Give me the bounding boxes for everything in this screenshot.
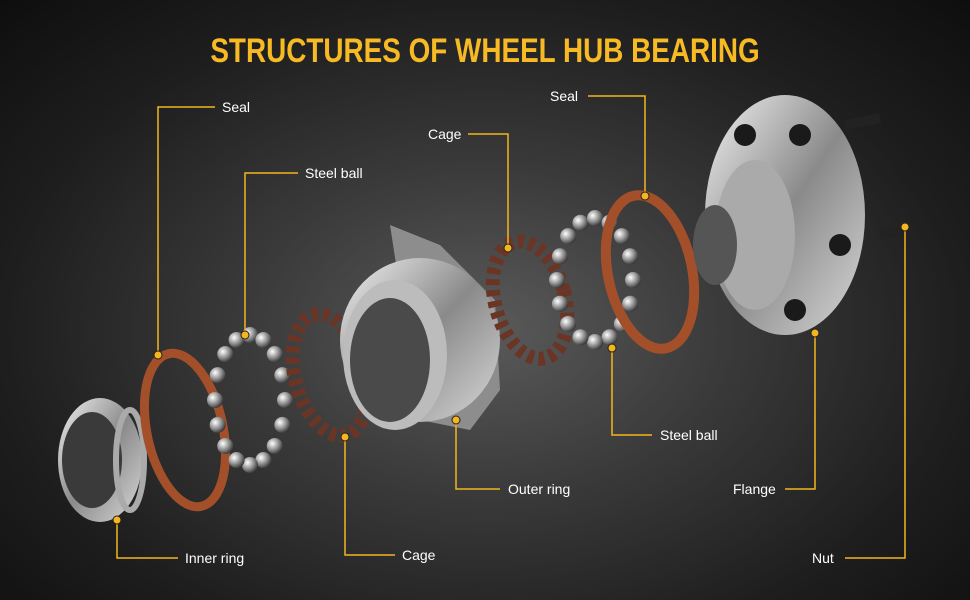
steel-ball (551, 248, 568, 265)
steel-ball (209, 367, 226, 384)
outer-ring-part (340, 225, 500, 430)
steel-ball (587, 210, 603, 226)
steel-ball (613, 228, 630, 245)
label-steel-ball-right: Steel ball (660, 427, 718, 443)
steel-ball (549, 272, 565, 288)
label-cage-top: Cage (428, 126, 462, 142)
seal-right-part (600, 190, 700, 354)
label-nut: Nut (812, 550, 834, 566)
steel-ball (625, 272, 641, 288)
steel-ball (207, 392, 223, 408)
steel-ball (255, 452, 272, 469)
steel-ball (274, 367, 291, 384)
steel-ball (217, 437, 234, 454)
page-title: STRUCTURES OF WHEEL HUB BEARING (210, 32, 760, 70)
steel-ball (228, 452, 245, 469)
steel-ball (551, 295, 568, 312)
steel-ball (560, 228, 577, 245)
label-seal-left: Seal (222, 99, 251, 115)
label-cage-bottom: Cage (402, 547, 436, 563)
steel-ball (242, 457, 258, 473)
steel-ball (572, 214, 589, 231)
cage-right-part (485, 234, 575, 366)
steel-ball (560, 315, 577, 332)
flange-part (693, 95, 914, 335)
label-steel-ball-left: Steel ball (305, 165, 363, 181)
steel-ball (601, 329, 618, 346)
steel-ball (266, 346, 283, 363)
steel-ball (209, 416, 226, 433)
steel-ball (217, 346, 234, 363)
label-inner-ring: Inner ring (185, 550, 245, 566)
steel-ball (622, 248, 639, 265)
label-flange: Flange (733, 481, 776, 497)
steel-ball (587, 334, 603, 350)
steel-ball (255, 331, 272, 348)
steel-ball (572, 329, 589, 346)
steel-ball (274, 416, 291, 433)
label-seal-right: Seal (550, 88, 579, 104)
steel-balls-left-part (207, 327, 293, 473)
steel-ball (622, 295, 639, 312)
leader-lines (116, 95, 906, 559)
steel-ball (277, 392, 293, 408)
steel-ball (266, 437, 283, 454)
inner-ring-part (58, 398, 147, 522)
label-outer-ring: Outer ring (508, 481, 571, 497)
